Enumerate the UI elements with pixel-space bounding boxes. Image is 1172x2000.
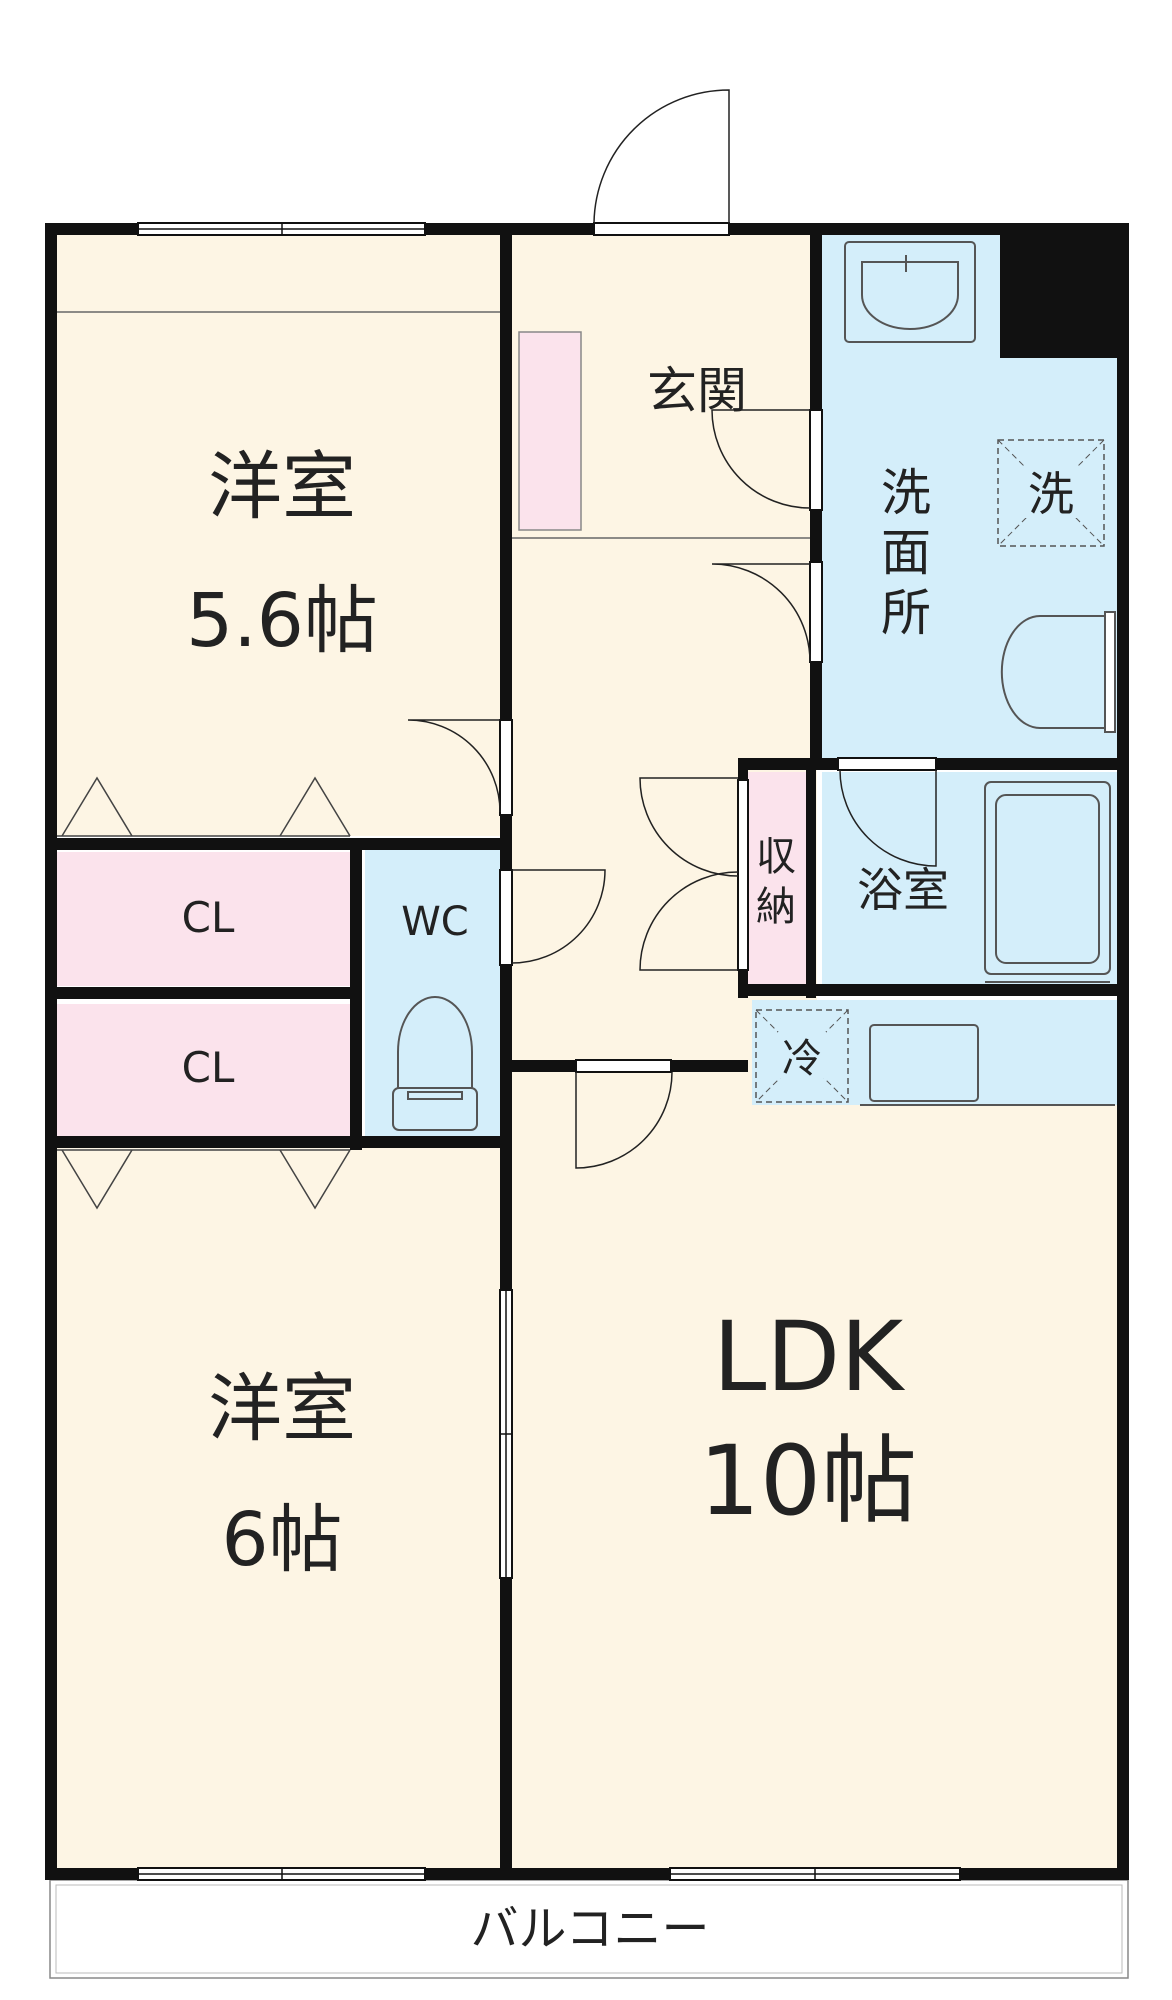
- western-room-1-floor: [55, 232, 505, 836]
- wall-closet-lower: [45, 1136, 505, 1148]
- storage-door-swing-bottom: [639, 871, 739, 971]
- door-gap-room1: [499, 719, 513, 816]
- bathroom-floor: [822, 772, 1117, 984]
- wall-left-rooms: [500, 223, 512, 1880]
- fridge-space: [755, 1009, 849, 1103]
- fridge-space-label: 冷: [782, 1036, 822, 1082]
- doors: [407, 89, 937, 1169]
- entrance-label: 玄関: [647, 362, 747, 420]
- openings: [137, 222, 961, 1881]
- storage-label-1: 収: [756, 834, 796, 880]
- closet-1-door-marks: [61, 776, 351, 837]
- wall-closet-mid: [45, 987, 362, 999]
- washroom-door-1-swing: [711, 409, 811, 509]
- storage-label-2: 納: [756, 884, 796, 930]
- kitchen-sink: [869, 1024, 979, 1102]
- ldk-floor: [512, 1000, 1117, 1870]
- closet-2-door-marks: [61, 1149, 351, 1210]
- washbasin-bowl: [861, 261, 959, 330]
- door-gap-ldk: [575, 1059, 672, 1073]
- fixtures: [57, 241, 1116, 1210]
- labels: 洋室 5.6帖 洋室 6帖 LDK 10帖 CL CL WC 玄関 洗 面 所 …: [182, 362, 1074, 1957]
- washroom-label-3: 所: [881, 584, 931, 642]
- balcony-rail: [55, 1884, 1123, 1974]
- ldk-name: LDK: [713, 1301, 905, 1413]
- western-room-1-size: 5.6帖: [186, 578, 378, 664]
- balcony-label: バルコニー: [470, 1901, 709, 1957]
- western-room-2-size: 6帖: [221, 1497, 342, 1583]
- bathroom-door-swing: [839, 769, 937, 867]
- western-room-1-name: 洋室: [208, 444, 356, 530]
- washroom-door-2-swing: [711, 563, 811, 663]
- toilet-label: WC: [401, 899, 468, 945]
- western-room-2-name: 洋室: [208, 1366, 356, 1452]
- toilet-door-swing: [511, 869, 606, 964]
- bathtub: [984, 781, 1111, 975]
- door-gap-storage: [737, 779, 749, 971]
- closet-1-label: CL: [182, 893, 235, 942]
- closet-1-floor: [55, 852, 350, 986]
- wall-storage-right: [806, 758, 816, 998]
- wall-right: [1117, 223, 1129, 1880]
- washroom-label-1: 洗: [881, 464, 931, 522]
- washer-space-label: 洗: [1028, 467, 1074, 521]
- entrance-door-gap: [593, 222, 730, 236]
- closet-2-floor: [55, 1004, 350, 1136]
- vanity-sink: [1000, 615, 1113, 729]
- bathroom-label: 浴室: [857, 863, 949, 917]
- balcony-floor: [49, 1879, 1129, 1979]
- entrance-door-swing: [593, 89, 730, 224]
- wall-left: [45, 223, 57, 1880]
- wall-closet-upper: [45, 838, 505, 850]
- washer-space: [997, 439, 1105, 547]
- door-gap-washroom-1: [809, 409, 823, 511]
- door-gap-toilet: [499, 869, 513, 966]
- pipe-shaft: [1000, 223, 1129, 358]
- storage-floor: [745, 772, 807, 984]
- washroom-label-2: 面: [881, 524, 931, 582]
- door-gap-washroom-2: [809, 561, 823, 663]
- washbasin-counter: [844, 241, 976, 343]
- door-gap-bathroom: [837, 757, 937, 771]
- shoe-cabinet: [518, 331, 582, 531]
- toilet-bowl: [397, 996, 473, 1089]
- room1-door-swing: [407, 719, 501, 813]
- western-room-2-floor: [55, 1142, 505, 1870]
- ldk-size: 10帖: [699, 1425, 917, 1537]
- wall-bath-kitchen: [738, 984, 1129, 996]
- ldk-door-swing: [575, 1071, 673, 1169]
- closet-2-label: CL: [182, 1043, 235, 1092]
- storage-door-swing-top: [639, 777, 739, 877]
